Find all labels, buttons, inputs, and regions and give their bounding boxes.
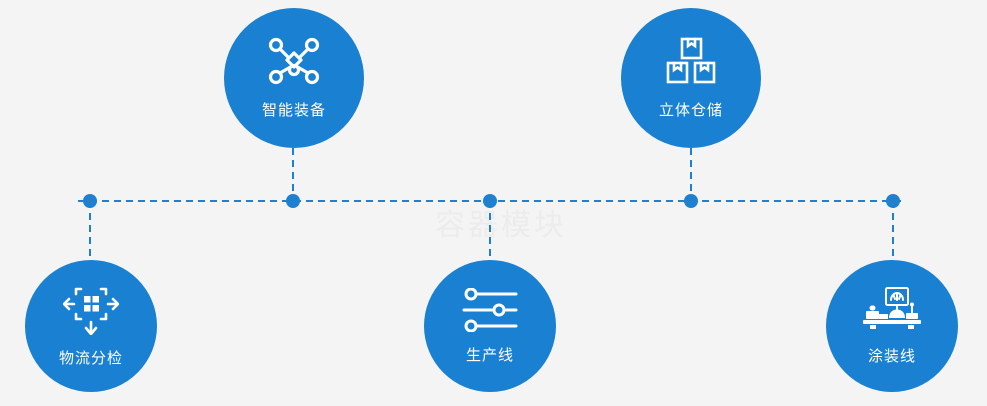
node-production-line[interactable]: 生产线: [424, 260, 556, 392]
junction-warehouse[interactable]: [684, 194, 698, 208]
junction-production[interactable]: [483, 194, 497, 208]
node-label-painting-line: 涂装线: [867, 346, 916, 365]
network-nodes-icon: [268, 37, 320, 85]
node-label-production-line: 生产线: [465, 345, 514, 364]
watermark-label: 容器模块: [435, 208, 567, 243]
stacked-boxes-icon: [666, 37, 716, 85]
node-painting-line[interactable]: 涂装线: [826, 260, 958, 392]
node-logistics-sorting[interactable]: 物流分检: [25, 260, 157, 392]
node-smart-equipment[interactable]: 智能装备: [224, 8, 364, 148]
factory-machine-icon: [862, 286, 922, 333]
node-label-smart-equipment: 智能装备: [261, 100, 326, 119]
node-label-logistics-sorting: 物流分检: [58, 348, 123, 367]
junction-painting[interactable]: [886, 194, 900, 208]
sliders-icon: [462, 287, 518, 332]
sorting-arrows-icon: [62, 285, 120, 335]
junction-equipment[interactable]: [286, 194, 300, 208]
node-label-stereo-warehouse: 立体仓储: [658, 100, 723, 119]
node-stereo-warehouse[interactable]: 立体仓储: [621, 8, 761, 148]
junction-logistics[interactable]: [83, 194, 97, 208]
